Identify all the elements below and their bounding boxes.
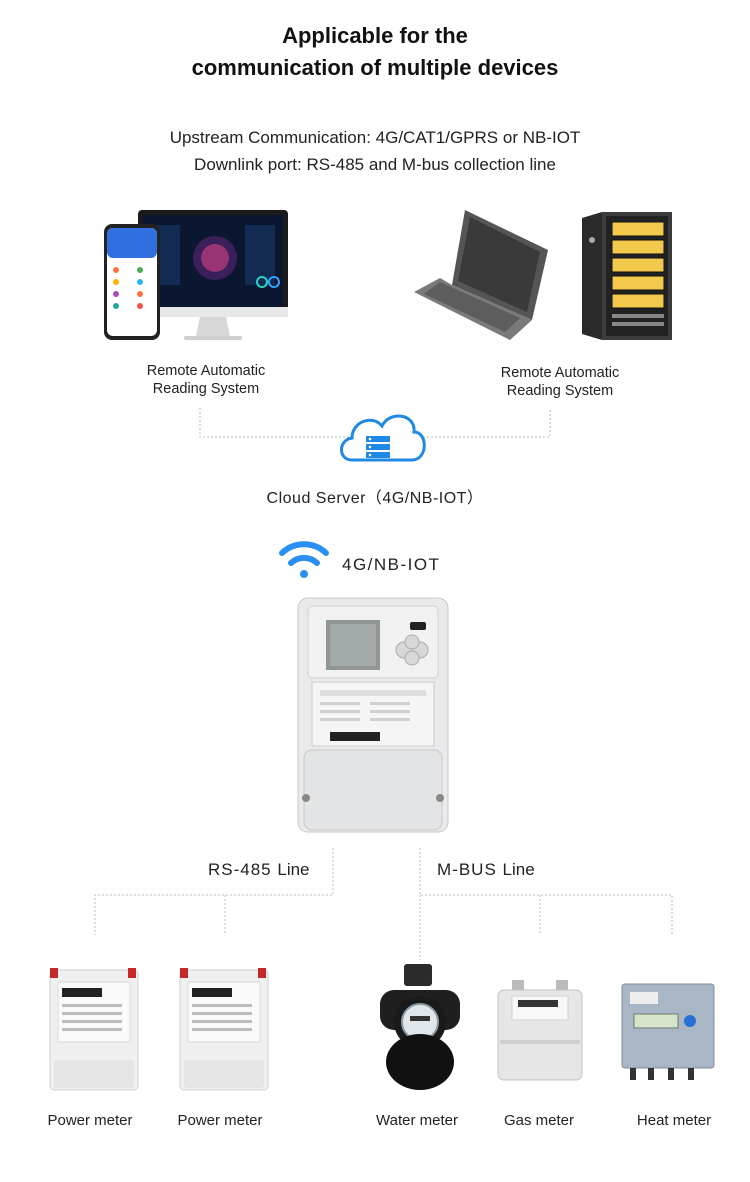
left-system-caption-l2: Reading System — [152, 381, 260, 397]
upstream-text: Upstream Communication: 4G/CAT1/GPRS or … — [169, 128, 581, 147]
power-meter-1-image — [49, 968, 139, 1091]
power-meter-2-image — [179, 968, 269, 1091]
wireless-label: 4G/NB-IOT — [342, 555, 441, 574]
right-system-caption-l2: Reading System — [506, 383, 614, 399]
downlink-text: Downlink port: RS-485 and M-bus collecti… — [194, 155, 556, 174]
cloud-server-label: Cloud Server（4G/NB-IOT） — [266, 490, 484, 507]
diagram-title: Applicable for the communication of mult… — [0, 20, 750, 84]
device-label-water-meter: Water meter — [376, 1112, 458, 1129]
device-label-power-meter-1: Power meter — [47, 1112, 133, 1129]
water-meter-image — [380, 964, 460, 1090]
title-line-2: communication of multiple devices — [191, 55, 559, 80]
rs485-label-prefix: RS-485 — [208, 860, 272, 879]
mbus-line-label: M-BUS Line — [437, 860, 535, 880]
monitor-with-phone-icon — [104, 210, 288, 340]
mbus-label-prefix: M-BUS — [437, 860, 497, 879]
heat-meter-image — [621, 983, 715, 1080]
mbus-bus — [419, 848, 673, 935]
subtitle: Upstream Communication: 4G/CAT1/GPRS or … — [0, 124, 750, 178]
left-system-caption: Remote Automatic Reading System — [126, 362, 286, 398]
rs485-bus — [94, 848, 334, 935]
cloud-server-icon — [340, 414, 426, 462]
gas-meter-image — [497, 980, 583, 1081]
device-label-heat-meter: Heat meter — [636, 1112, 712, 1129]
right-system-caption-l1: Remote Automatic — [500, 365, 620, 381]
device-label-power-meter-2: Power meter — [177, 1112, 263, 1129]
device-label-gas-meter: Gas meter — [503, 1112, 575, 1129]
laptop-icon — [414, 210, 548, 340]
server-icon — [582, 212, 672, 340]
mbus-label-suffix: Line — [502, 860, 535, 879]
right-system-caption: Remote Automatic Reading System — [480, 364, 640, 400]
rs485-label-suffix: Line — [277, 860, 310, 879]
left-system-caption-l1: Remote Automatic — [146, 363, 266, 379]
wifi-icon — [279, 541, 329, 578]
concentrator-device-image — [297, 597, 449, 833]
title-line-1: Applicable for the — [282, 23, 468, 48]
rs485-line-label: RS-485 Line — [208, 860, 310, 880]
